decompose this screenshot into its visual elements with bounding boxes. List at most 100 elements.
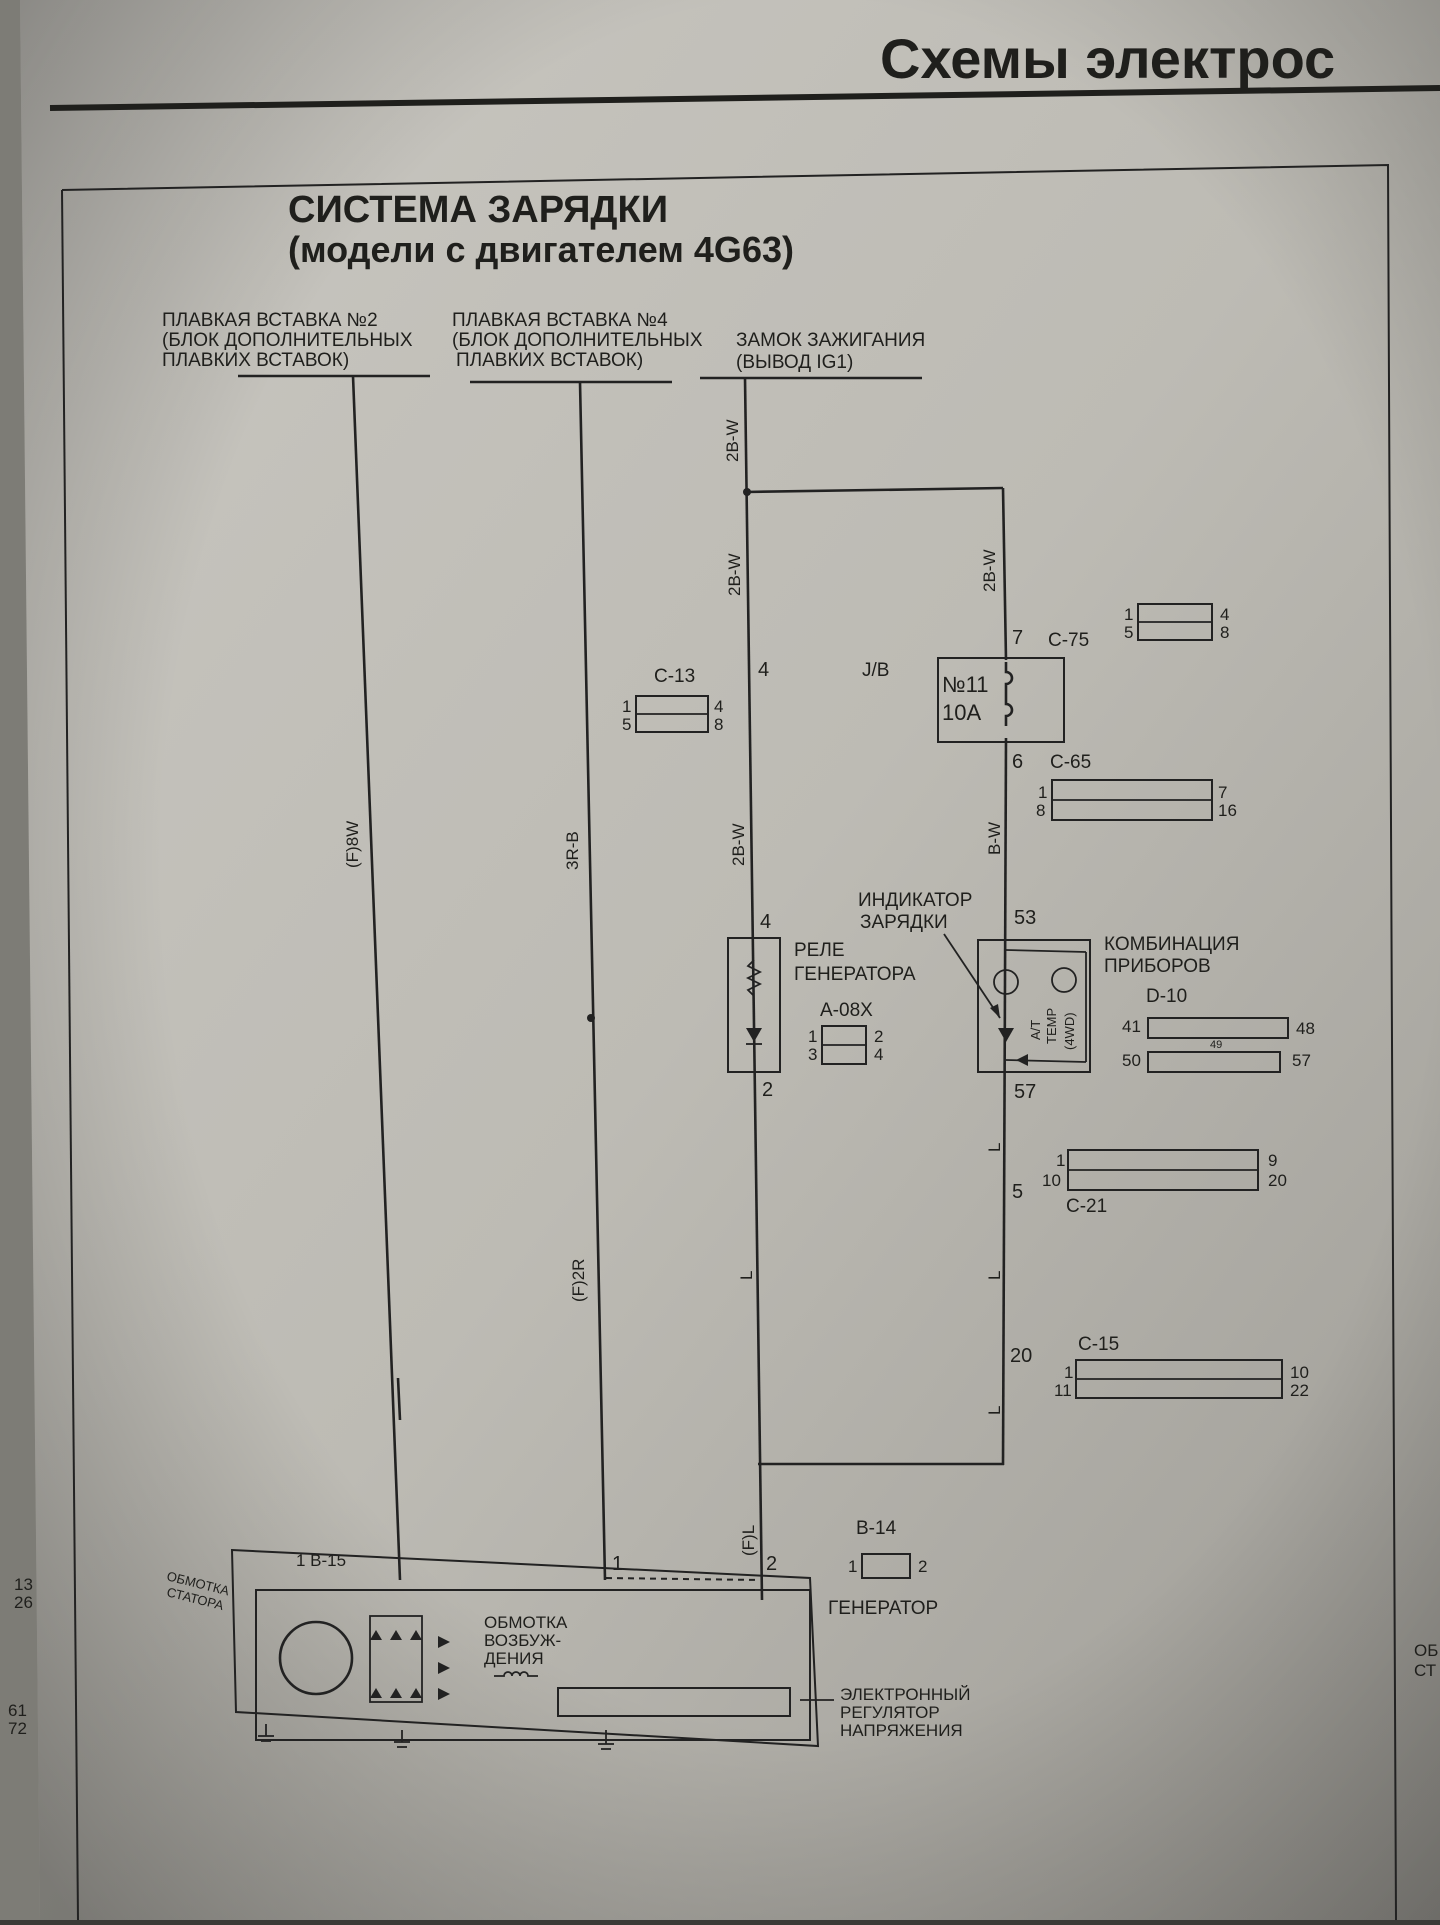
svg-text:5: 5 (1124, 623, 1133, 642)
pin-2-gen: 2 (766, 1553, 777, 1575)
svg-text:4: 4 (874, 1045, 883, 1064)
c21-name: C-21 (1066, 1196, 1107, 1217)
jb-label: J/B (862, 660, 889, 681)
edge-number-13: 13 (14, 1575, 33, 1594)
wire-label-l-d: L (985, 1406, 1004, 1415)
svg-text:ЗАМОК ЗАЖИГАНИЯ: ЗАМОК ЗАЖИГАНИЯ (736, 330, 925, 351)
svg-text:ВОЗБУЖ-: ВОЗБУЖ- (484, 1631, 561, 1650)
svg-text:ПЛАВКАЯ ВСТАВКА №2: ПЛАВКАЯ ВСТАВКА №2 (162, 310, 378, 331)
svg-text:3: 3 (808, 1045, 817, 1064)
svg-text:(БЛОК ДОПОЛНИТЕЛЬНЫХ: (БЛОК ДОПОЛНИТЕЛЬНЫХ (452, 330, 703, 351)
wire-label-3rb: 3R-B (563, 831, 582, 870)
svg-text:(ВЫВОД IG1): (ВЫВОД IG1) (736, 352, 853, 373)
svg-text:10: 10 (1290, 1363, 1309, 1382)
instrument-cluster (977, 939, 1091, 1073)
svg-text:ПЛАВКИХ ВСТАВОК): ПЛАВКИХ ВСТАВОК) (456, 350, 643, 371)
d10-connector: 41 48 49 50 57 (1122, 1017, 1315, 1073)
svg-text:ГЕНЕРАТОРА: ГЕНЕРАТОРА (794, 964, 916, 985)
gauge-at: A/T (1028, 1020, 1043, 1040)
svg-text:8: 8 (1036, 801, 1045, 820)
svg-text:20: 20 (1268, 1171, 1287, 1190)
c15-connector: 1 11 10 22 (1054, 1359, 1309, 1400)
pin-2-relay: 2 (762, 1079, 773, 1101)
svg-text:9: 9 (1268, 1151, 1277, 1170)
wire-8w (351, 375, 402, 1581)
field-label: ОБМОТКА ВОЗБУЖ- ДЕНИЯ (484, 1613, 568, 1668)
svg-text:11: 11 (1054, 1381, 1072, 1400)
svg-text:РЕГУЛЯТОР: РЕГУЛЯТОР (840, 1703, 940, 1722)
wire-label-bw: B-W (985, 822, 1004, 855)
diagram-subtitle: (модели с двигателем 4G63) (288, 229, 794, 270)
c65-connector: 1 8 7 16 (1036, 779, 1237, 821)
indicator-label: ИНДИКАТОР ЗАРЯДКИ (858, 890, 972, 933)
source-fuse2-label: ПЛАВКАЯ ВСТАВКА №2 (БЛОК ДОПОЛНИТЕЛЬНЫХ … (162, 310, 413, 371)
svg-text:ИНДИКАТОР: ИНДИКАТОР (858, 890, 972, 911)
wire-label-8w: (F)8W (343, 821, 362, 868)
c75-connector: 1 5 4 8 (1124, 603, 1229, 642)
c15-name: C-15 (1078, 1334, 1119, 1355)
edge-number-26: 26 (14, 1593, 33, 1612)
pin-53: 53 (1014, 907, 1036, 929)
svg-text:2: 2 (918, 1557, 927, 1576)
wire-label-l-b: L (985, 1143, 1004, 1152)
wire-label-2bw-c: 2B-W (980, 550, 999, 593)
svg-text:50: 50 (1122, 1051, 1141, 1070)
svg-text:4: 4 (714, 697, 723, 716)
svg-text:16: 16 (1218, 801, 1237, 820)
voltage-regulator-block (557, 1687, 791, 1717)
b14-connector: 1 2 (848, 1553, 927, 1579)
wire-branch-top (744, 486, 1004, 494)
edge-text-st: СТ (1414, 1661, 1436, 1680)
svg-text:ПЛАВКИХ ВСТАВОК): ПЛАВКИХ ВСТАВОК) (162, 350, 349, 371)
svg-text:22: 22 (1290, 1381, 1309, 1400)
svg-text:1: 1 (808, 1027, 817, 1046)
c75-name: C-75 (1048, 630, 1089, 651)
svg-text:49: 49 (1210, 1039, 1222, 1051)
svg-text:1: 1 (1064, 1363, 1073, 1382)
wire-label-2bw-b: 2B-W (725, 554, 744, 597)
svg-text:ПРИБОРОВ: ПРИБОРОВ (1104, 956, 1211, 977)
edge-number-72: 72 (8, 1719, 27, 1738)
temp-gauge-lamp (1051, 967, 1077, 993)
field-winding (494, 1671, 538, 1677)
charge-indicator-lamp (993, 969, 1019, 995)
wire-label-fl: (F)L (739, 1525, 758, 1556)
svg-text:НАПРЯЖЕНИЯ: НАПРЯЖЕНИЯ (840, 1721, 963, 1740)
pin-1-gen: 1 (612, 1553, 623, 1575)
generator-body (255, 1589, 811, 1741)
svg-text:10: 10 (1042, 1171, 1061, 1190)
wire-label-l-a: L (737, 1271, 756, 1280)
fuse-symbol (1004, 662, 1014, 726)
rectifier-diodes (369, 1615, 450, 1703)
svg-text:41: 41 (1122, 1017, 1141, 1036)
indicator-pointer (943, 933, 1001, 1019)
regulator-label: ЭЛЕКТРОННЫЙ РЕГУЛЯТОР НАПРЯЖЕНИЯ (840, 1685, 970, 1740)
header-rule (49, 85, 1440, 111)
wire-label-2bw-a: 2B-W (723, 420, 742, 463)
gauge-4wd: (4WD) (1062, 1012, 1077, 1050)
pin-6: 6 (1012, 751, 1023, 773)
c65-name: C-65 (1050, 752, 1091, 773)
svg-text:2: 2 (874, 1027, 883, 1046)
svg-text:57: 57 (1292, 1051, 1311, 1070)
pin-4-top: 4 (758, 659, 769, 681)
fuse-number: №11 (942, 672, 988, 697)
generator-relay (727, 937, 781, 1073)
pin-4-relay: 4 (760, 911, 771, 933)
svg-text:4: 4 (1220, 605, 1229, 624)
svg-text:8: 8 (714, 715, 723, 734)
edge-text-ob: ОБ (1414, 1641, 1438, 1660)
svg-text:(БЛОК ДОПОЛНИТЕЛЬНЫХ: (БЛОК ДОПОЛНИТЕЛЬНЫХ (162, 330, 413, 351)
b14-name: B-14 (856, 1518, 897, 1539)
wire-ignition-right (1001, 487, 1008, 661)
pin-7: 7 (1012, 627, 1023, 649)
ground-symbols (258, 1724, 614, 1750)
svg-text:РЕЛЕ: РЕЛЕ (794, 940, 845, 961)
svg-text:1: 1 (1124, 605, 1133, 624)
c21-connector: 1 10 9 20 (1042, 1149, 1287, 1191)
cluster-label: КОМБИНАЦИЯ ПРИБОРОВ (1104, 934, 1239, 977)
c13-name: C-13 (654, 666, 695, 687)
gauge-temp: TEMP (1044, 1008, 1059, 1044)
